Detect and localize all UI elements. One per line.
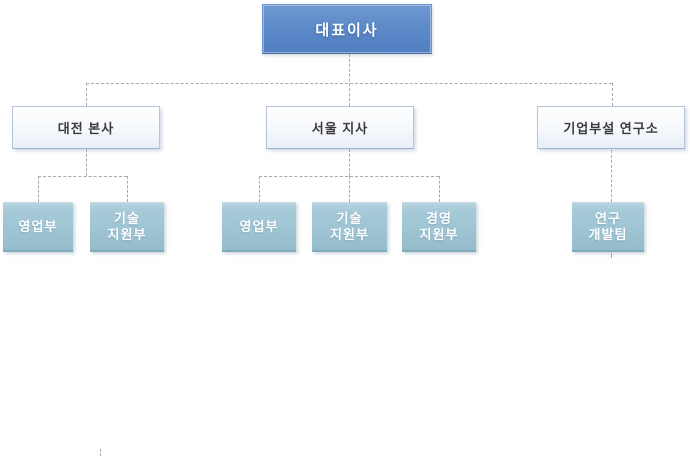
connector-seoul-trunk xyxy=(349,149,350,176)
connector-level1-rail xyxy=(86,83,612,84)
org-node-daejeon-hq: 대전 본사 xyxy=(12,106,160,149)
org-node-ceo: 대표이사 xyxy=(262,4,432,54)
connector-daejeon-rail xyxy=(38,176,127,177)
org-node-daejeon-tech-support: 기술 지원부 xyxy=(90,202,164,252)
connector-daejeon-trunk xyxy=(86,149,87,176)
connector-drop-seoul-mgmt xyxy=(439,176,440,202)
org-node-rnd-team: 연구 개발팀 xyxy=(572,202,644,252)
org-node-seoul-sales: 영업부 xyxy=(222,202,296,252)
org-node-seoul-branch: 서울 지사 xyxy=(266,106,414,149)
connector-root-trunk xyxy=(349,54,350,106)
org-node-research-institute: 기업부설 연구소 xyxy=(537,106,685,149)
connector-institute-trunk xyxy=(611,150,612,202)
stray-dash-bottom-left xyxy=(100,449,101,456)
connector-drop-daejeon-sales xyxy=(38,176,39,202)
connector-drop-seoul-tech xyxy=(349,176,350,202)
org-node-daejeon-sales: 영업부 xyxy=(3,202,73,252)
org-node-seoul-tech-support: 기술 지원부 xyxy=(312,202,387,252)
connector-drop-seoul-sales xyxy=(259,176,260,202)
org-node-seoul-mgmt-support: 경영 지원부 xyxy=(402,202,476,252)
connector-drop-daejeon-tech xyxy=(127,176,128,202)
stray-dash-below-rnd xyxy=(611,253,612,258)
connector-drop-institute xyxy=(612,83,613,106)
connector-drop-daejeon xyxy=(86,83,87,106)
